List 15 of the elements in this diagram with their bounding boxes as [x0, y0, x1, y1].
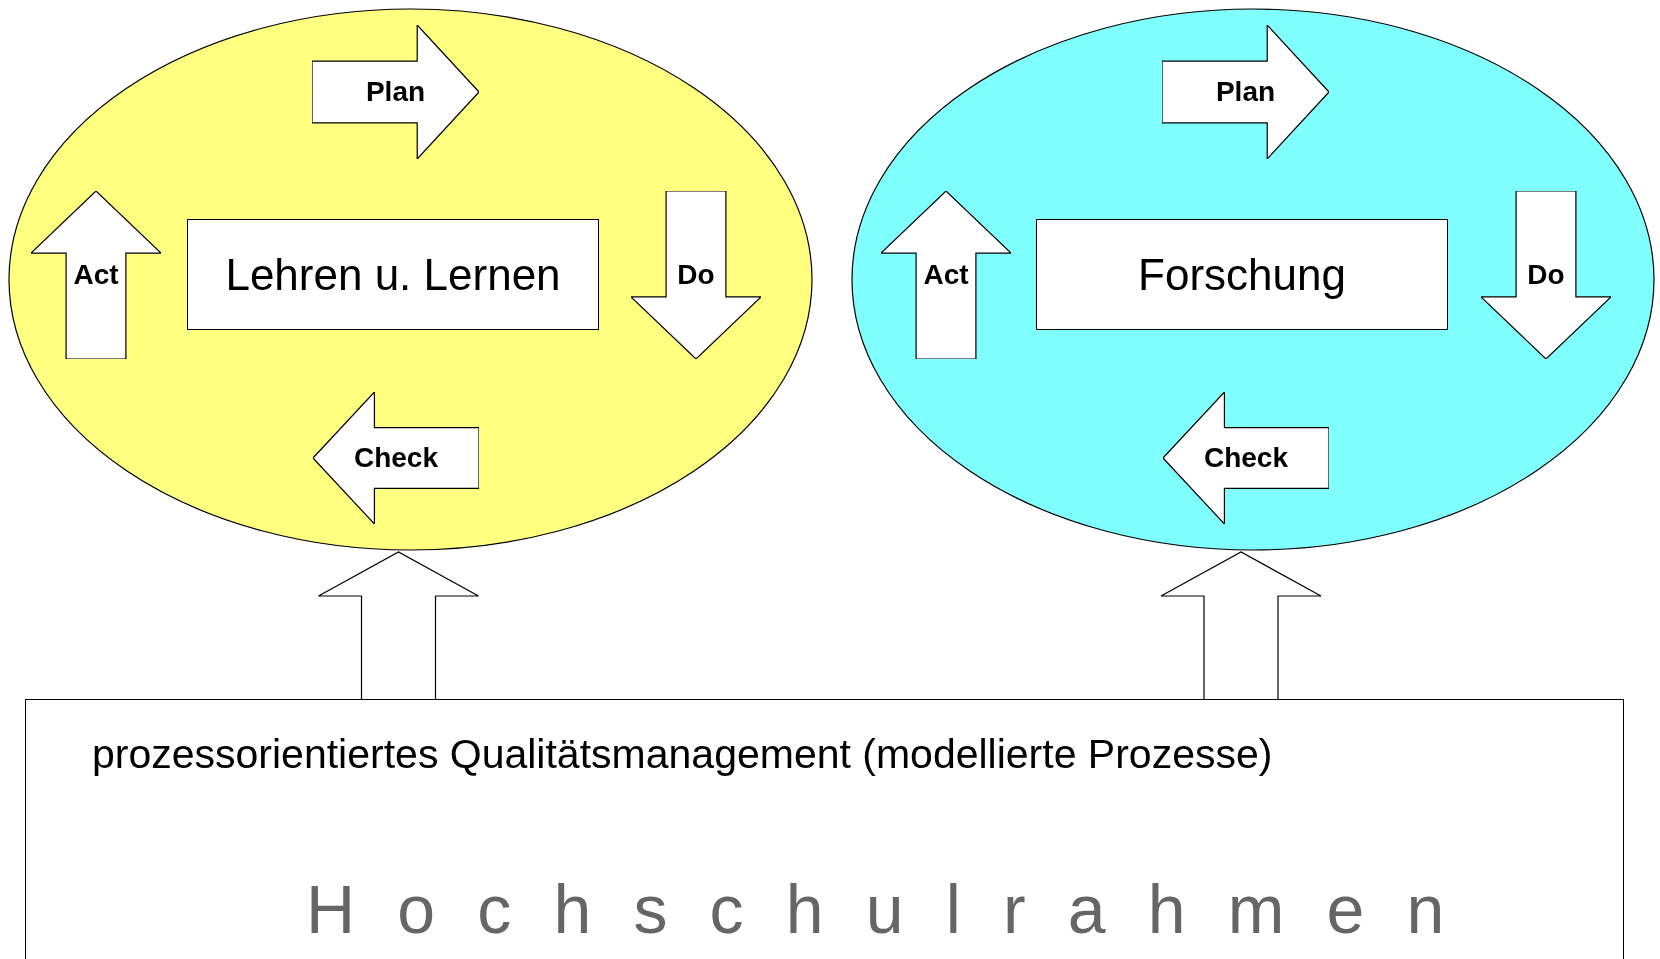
- frame-heading: prozessorientiertes Qualitätsmanagement (modellierte Prozesse): [92, 734, 1273, 775]
- topic-box: Forschung: [1036, 219, 1448, 330]
- arrow-label: Act: [73, 261, 119, 289]
- block-arrow-connector: [317, 551, 480, 700]
- arrow-label: Check: [353, 444, 438, 472]
- block-arrow-connector: [1160, 551, 1322, 700]
- arrow-label: Do: [1527, 261, 1565, 289]
- arrow-label: Do: [677, 261, 715, 289]
- arrow-label: Plan: [365, 78, 426, 106]
- arrow-label: Plan: [1215, 78, 1276, 106]
- frame-title: Hochschulrahmen: [306, 875, 1487, 943]
- arrow-label: Act: [923, 261, 969, 289]
- frame-box: [25, 699, 1624, 959]
- topic-box: Lehren u. Lernen: [187, 219, 599, 330]
- arrow-label: Check: [1203, 444, 1288, 472]
